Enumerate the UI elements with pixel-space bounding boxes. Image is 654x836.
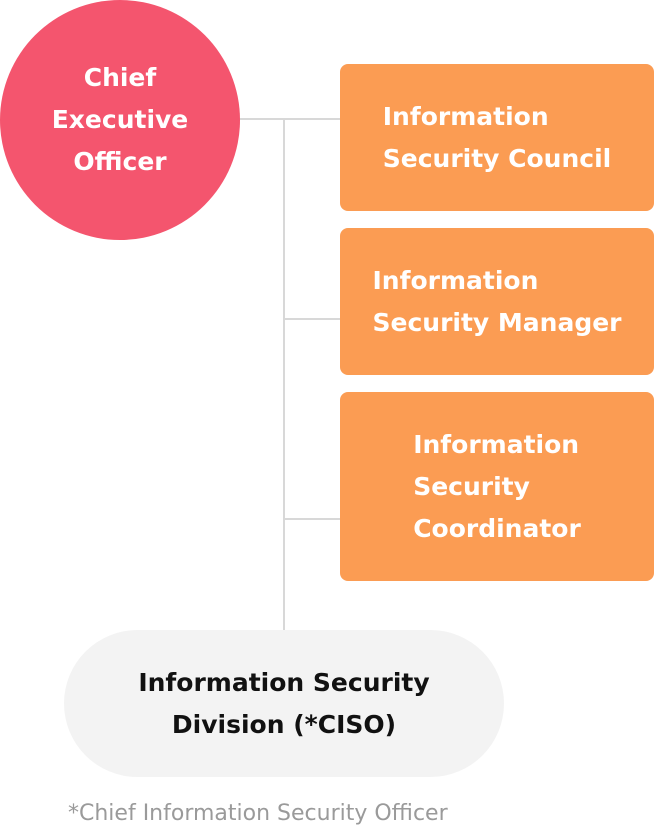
- security-coordinator-label-line: Security: [413, 471, 530, 501]
- security-council-label: Information Security Council: [383, 96, 612, 180]
- ceo-label-line: Executive: [51, 105, 189, 134]
- security-council-label-line: Information: [382, 101, 549, 131]
- security-manager-label-line: Security Manager: [372, 307, 622, 337]
- ceo-label-line: Officer: [73, 147, 167, 176]
- ceo-label-line: Chief: [83, 63, 157, 92]
- connector-vertical-trunk: [283, 118, 285, 630]
- security-manager-label-line: Information: [372, 265, 539, 295]
- security-coordinator-label-line: Coordinator: [413, 513, 581, 543]
- connector-ceo-horizontal: [238, 118, 340, 120]
- security-coordinator-label-line: Information: [413, 429, 580, 459]
- connector-branch-coordinator: [283, 518, 340, 520]
- security-manager-node: Information Security Manager: [340, 228, 654, 375]
- ceo-node: Chief Executive Officer: [0, 0, 240, 240]
- security-council-label-line: Security Council: [382, 143, 612, 173]
- security-division-label: Information Security Division (*CISO): [138, 662, 429, 746]
- security-coordinator-node: Information Security Coordinator: [340, 392, 654, 581]
- security-division-label-line: Information Security: [138, 667, 430, 697]
- connector-branch-manager: [283, 318, 340, 320]
- security-coordinator-label: Information Security Coordinator: [413, 424, 581, 550]
- security-division-label-line: Division (*CISO): [171, 709, 397, 739]
- security-council-node: Information Security Council: [340, 64, 654, 211]
- ciso-footnote: *Chief Information Security Officer: [68, 801, 448, 826]
- security-manager-label: Information Security Manager: [372, 260, 621, 344]
- security-division-node: Information Security Division (*CISO): [64, 630, 504, 777]
- ceo-label: Chief Executive Officer: [52, 57, 189, 183]
